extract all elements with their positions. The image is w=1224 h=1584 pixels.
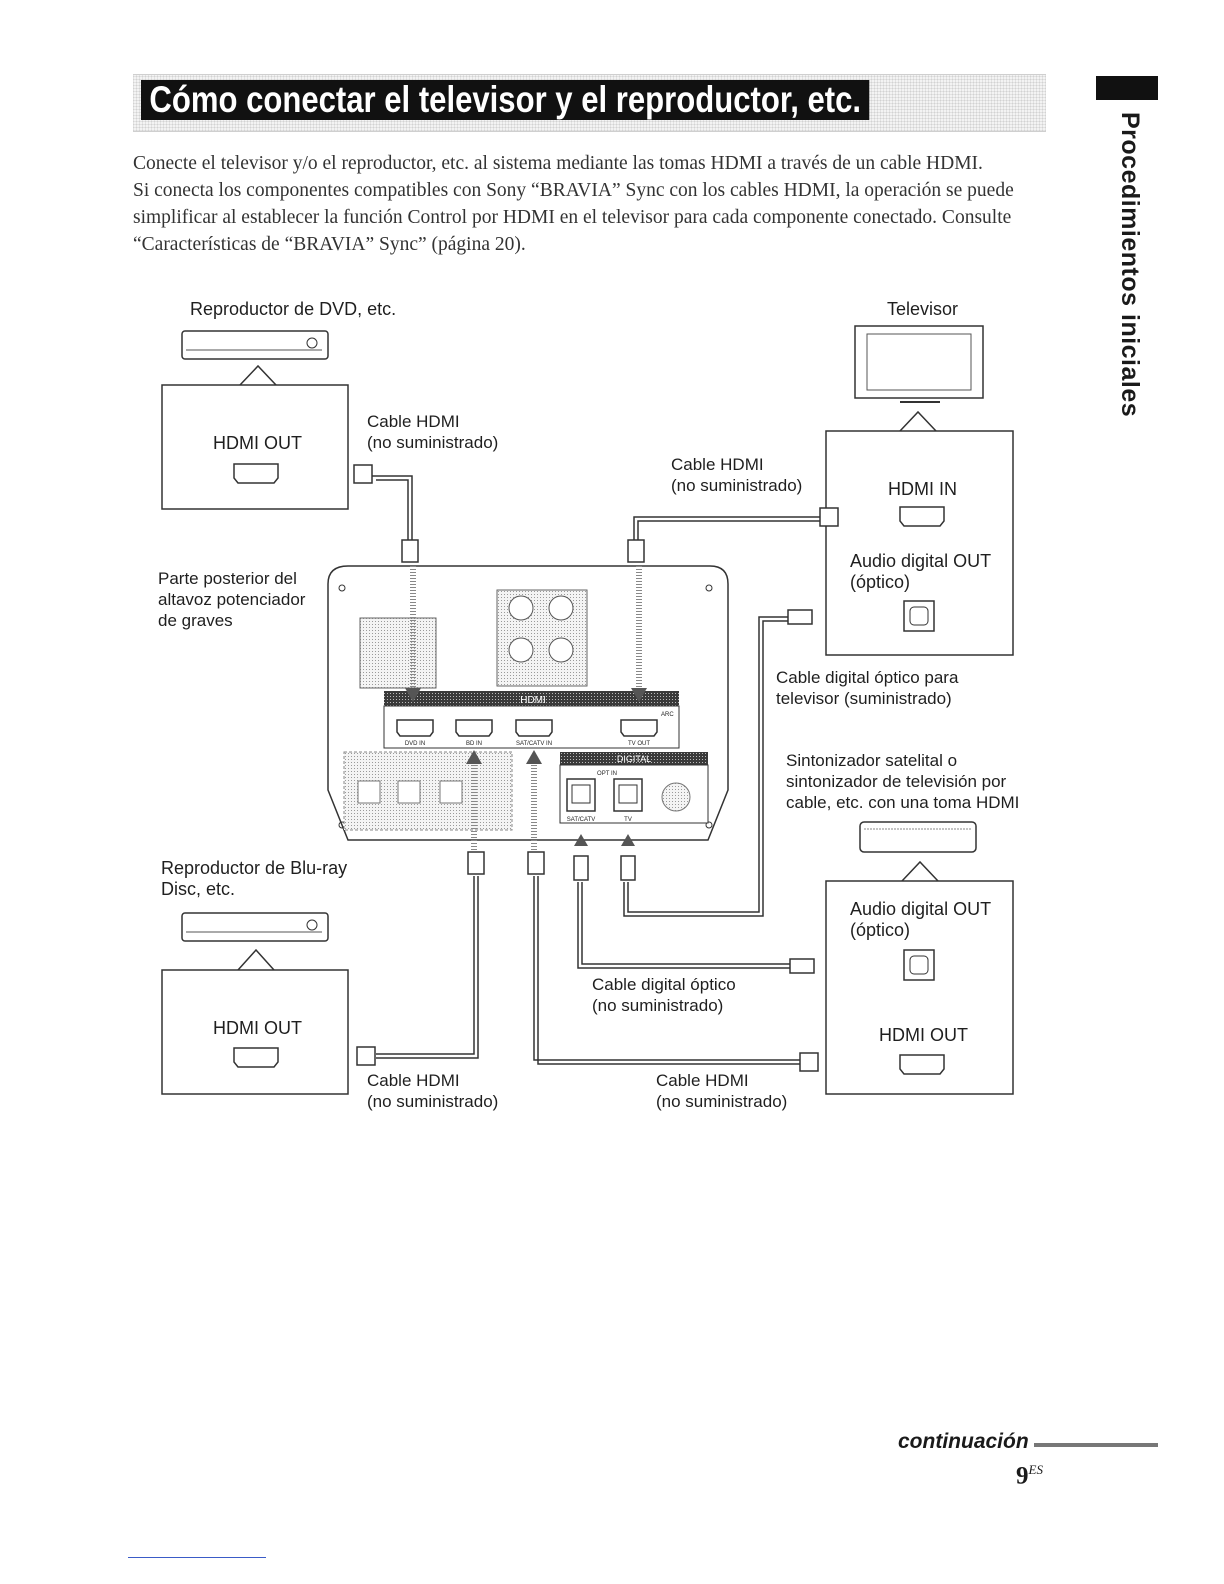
intro-paragraph-2: Si conecta los componentes compatibles c… [133,180,1014,255]
arrow-heads [405,688,647,846]
hdmi-port-icon [233,1047,279,1068]
svg-text:TV OUT: TV OUT [628,741,650,747]
cable-routes [353,464,839,1072]
optical-port-icon [903,600,935,632]
cable-optical-tv-label: Cable digital óptico para [776,668,959,687]
hdmi-port-bd-in: BD IN [455,719,493,747]
intro-text: Conecte el televisor y/o el reproductor,… [133,150,1048,258]
svg-text:BD IN: BD IN [466,741,482,747]
hdmi-port-icon [899,506,945,527]
satellite-audio-out-label: Audio digital OUT [850,899,991,919]
page-title: Cómo conectar el televisor y el reproduc… [141,80,870,120]
hdmi-header-bar [384,691,679,706]
optical-port-sat-catv: SAT/CATV [566,778,596,823]
intro-paragraph-1: Conecte el televisor y/o el reproductor,… [133,153,983,174]
cable-hdmi-dvd-sublabel: (no suministrado) [367,433,498,452]
dvd-player-device [181,330,329,360]
cable-hdmi-sat-label: Cable HDMI [656,1071,749,1090]
bluray-label-line2: Disc, etc. [161,879,235,899]
section-tab-label: Procedimientos iniciales [1116,112,1144,418]
voltage-label-plate [359,617,437,689]
dvd-port-box [161,384,349,510]
svg-text:TV: TV [624,817,632,823]
arrow-guides [410,566,642,850]
cable-optical-sat-label: Cable digital óptico [592,975,736,994]
cable-hdmi-sat-sublabel: (no suministrado) [656,1092,787,1111]
callout-pointer [899,410,937,432]
cable-optical-sat-sublabel: (no suministrado) [592,996,723,1015]
satellite-audio-out-sublabel: (óptico) [850,920,910,940]
continuation-rule [1034,1443,1158,1447]
digital-header-label: DIGITAL [617,754,651,764]
satellite-label-line3: cable, etc. con una toma HDMI [786,793,1019,812]
hdmi-port-dvd-in: DVD IN [396,719,434,747]
callout-pointer [901,860,939,882]
hdmi-header-label: HDMI [520,695,546,706]
digital-header-bar [560,752,708,765]
subwoofer-label-line1: Parte posterior del [158,569,297,588]
hdmi-port-icon [233,463,279,484]
bluray-port-label: HDMI OUT [213,1018,302,1038]
hdmi-port-tv-out: TV OUT [620,719,658,747]
optical-in-label: OPT IN [597,771,617,777]
page-number-value: 9 [1016,1462,1029,1490]
continuation-label: continuación [898,1430,1029,1453]
hdmi-port-sat-catv-in: SAT/CATV IN [515,719,553,747]
satellite-tuner-device [859,821,977,853]
page-number-suffix: ES [1028,1462,1043,1477]
hdmi-port-icon [899,1054,945,1075]
speaker-terminals [496,589,588,687]
tv-hdmi-in-label: HDMI IN [888,479,957,499]
svg-text:DVD IN: DVD IN [405,741,425,747]
optical-port-icon [903,949,935,981]
bluray-port-box [161,969,349,1095]
callout-pointer [239,364,277,386]
cable-hdmi-bd-sublabel: (no suministrado) [367,1092,498,1111]
satellite-hdmi-out-label: HDMI OUT [879,1025,968,1045]
arc-label: ARC [661,712,674,718]
cable-hdmi-tv-sublabel: (no suministrado) [671,476,802,495]
cable-hdmi-bd-label: Cable HDMI [367,1071,460,1090]
subwoofer-label-line3: de graves [158,611,233,630]
svg-text:SAT/CATV IN: SAT/CATV IN [516,741,552,747]
optical-port-tv: TV [613,778,643,823]
callout-pointer [237,948,275,971]
dvd-player-label: Reproductor de DVD, etc. [190,299,396,319]
cable-hdmi-tv-label: Cable HDMI [671,455,764,474]
svg-text:SAT/CATV: SAT/CATV [567,817,595,823]
cable-optical-tv-sublabel: televisor (suministrado) [776,689,952,708]
satellite-label-line2: sintonizador de televisión por [786,772,1007,791]
bluray-player-device [181,912,329,942]
tv-audio-out-sublabel: (óptico) [850,572,910,592]
bluray-label-line1: Reproductor de Blu-ray [161,858,347,878]
bottom-rule [128,1557,266,1558]
page-number: 9ES [1016,1462,1043,1490]
cable-hdmi-dvd-label: Cable HDMI [367,412,460,431]
tv-device [854,325,984,403]
satellite-label-line1: Sintonizador satelital o [786,751,957,770]
subwoofer-label-line2: altavoz potenciador [158,590,306,609]
tv-audio-out-label: Audio digital OUT [850,551,991,571]
tv-label: Televisor [887,299,958,319]
section-tab-marker [1096,76,1158,100]
dvd-port-label: HDMI OUT [213,433,302,453]
